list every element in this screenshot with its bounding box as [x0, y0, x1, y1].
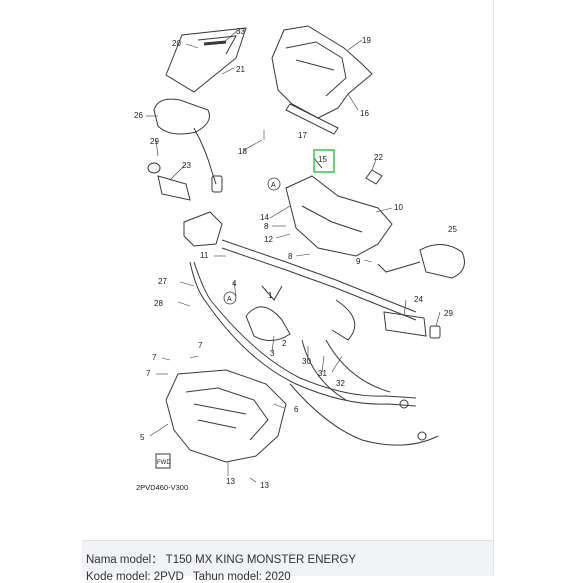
callout-6: 6 — [294, 405, 299, 414]
circle-a-lower: A — [227, 296, 232, 303]
callout-29b: 29 — [444, 309, 453, 318]
callout-16: 16 — [360, 109, 369, 118]
callout-7b: 7 — [198, 341, 203, 350]
callout-1: 1 — [268, 291, 273, 300]
callout-7c: 7 — [146, 369, 151, 378]
clutch-cable-part — [189, 261, 417, 407]
visor-part — [165, 27, 247, 93]
callout-29a: 29 — [150, 137, 159, 146]
callout-22: 22 — [374, 153, 383, 162]
callout-8a: 8 — [264, 222, 269, 231]
callout-25: 25 — [448, 225, 457, 234]
divider — [493, 0, 494, 575]
callout-10: 10 — [394, 203, 403, 212]
callout-24: 24 — [414, 295, 423, 304]
callout-5: 5 — [140, 433, 145, 442]
callout-13b: 13 — [260, 481, 269, 490]
mirror-left-part — [153, 98, 210, 135]
callout-32: 32 — [336, 379, 345, 388]
callout-2: 2 — [282, 339, 287, 348]
callout-30: 30 — [302, 357, 311, 366]
mirror-right-part — [419, 244, 465, 279]
callout-15: 15 — [318, 155, 327, 164]
circle-a-upper: A — [271, 182, 276, 189]
model-name-line: Nama model： T150 MX KING MONSTER ENERGY — [86, 554, 357, 566]
callout-8b: 8 — [288, 252, 293, 261]
callout-33: 33 — [236, 27, 245, 36]
callout-19: 19 — [362, 36, 371, 45]
headlight-cover-part — [271, 25, 373, 119]
diagram-code: 2PVD460-V300 — [136, 483, 188, 492]
callout-21: 21 — [236, 65, 245, 74]
handlebar-part — [221, 239, 417, 313]
model-code-line: Kode model: 2PVD Tahun model: 2020 — [86, 571, 297, 583]
diagram-sheet — [82, 0, 493, 575]
bracket-part — [285, 175, 393, 257]
callout-27: 27 — [158, 277, 167, 286]
callout-28: 28 — [154, 299, 163, 308]
callout-18: 18 — [238, 147, 247, 156]
model-code: Kode model: 2PVD — [86, 571, 184, 583]
callout-13a: 13 — [226, 477, 235, 486]
parts-diagram: 33 20 21 19 16 17 26 18 29 23 15 22 10 1… — [134, 25, 465, 492]
callout-17: 17 — [298, 131, 307, 140]
caption-panel: Nama model： T150 MX KING MONSTER ENERGY … — [82, 540, 493, 583]
clamp-part — [245, 306, 291, 341]
callout-14: 14 — [260, 213, 269, 222]
left-switch-part — [183, 211, 223, 247]
callout-9: 9 — [356, 257, 361, 266]
callout-26: 26 — [134, 111, 143, 120]
callout-3: 3 — [270, 349, 275, 358]
callout-23: 23 — [182, 161, 191, 170]
fwd-label: FWD — [157, 460, 171, 466]
model-year: Tahun model: 2020 — [192, 571, 291, 583]
grip-right-part — [383, 311, 427, 337]
callout-4: 4 — [232, 279, 237, 288]
grip-left-part — [157, 175, 191, 201]
headlight-lower-part — [165, 369, 287, 463]
callout-11: 11 — [200, 251, 209, 260]
callout-20: 20 — [172, 39, 181, 48]
long-bar-part — [285, 103, 339, 135]
callout-12: 12 — [264, 235, 273, 244]
callout-7a: 7 — [152, 353, 157, 362]
highlight-box — [313, 149, 335, 173]
callout-31: 31 — [318, 369, 327, 378]
